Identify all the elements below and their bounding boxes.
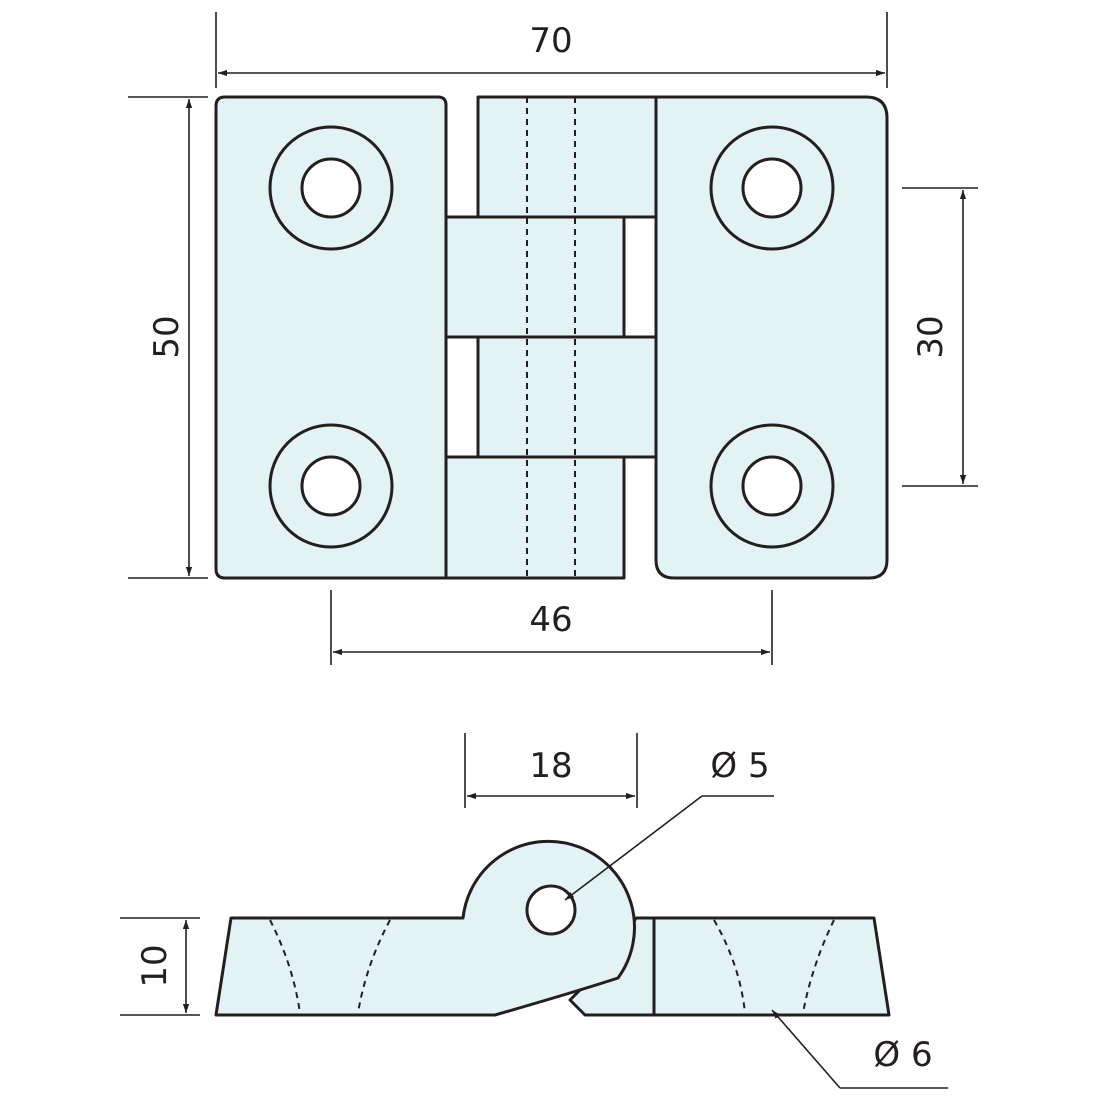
countersink-hidden-right-b	[802, 919, 835, 1014]
dimension-label-50: 50	[147, 315, 187, 358]
dimension-label-10: 10	[135, 944, 175, 987]
left-leaf-side	[214, 839, 636, 1017]
dimension-label-countersink-diameter: Ø 6	[873, 1035, 932, 1075]
dimension-label-70: 70	[529, 21, 572, 61]
right-leaf	[654, 95, 889, 580]
dimension-leaf-thickness: 10	[120, 917, 200, 1016]
knuckle-upper-left	[444, 215, 626, 339]
knuckle-lower-right	[476, 335, 658, 459]
top-view: 70 50 30 46	[128, 12, 978, 665]
countersink-hidden-right-a	[713, 919, 746, 1014]
mounting-hole-top-left	[268, 125, 394, 251]
mounting-hole-bottom-left	[268, 423, 394, 549]
side-view: 18 Ø 5 10 Ø 6	[120, 733, 948, 1089]
dimension-hole-spacing-horizontal: 46	[330, 590, 773, 665]
countersink-hidden-left-b	[357, 919, 391, 1014]
knuckle-bottom-left	[444, 455, 626, 580]
countersink-hidden-left-a	[269, 919, 301, 1014]
dimension-hole-spacing-vertical: 30	[902, 187, 978, 487]
dimension-knuckle-diameter: 18	[464, 733, 638, 808]
dimension-label-pin-diameter: Ø 5	[710, 746, 769, 786]
dimension-label-30: 30	[911, 315, 951, 358]
knuckle-top-right	[476, 95, 658, 219]
dimension-label-18: 18	[529, 746, 572, 786]
mounting-hole-bottom-right	[709, 423, 835, 549]
dimension-overall-height: 50	[128, 96, 208, 579]
leader-pin-diameter: Ø 5	[564, 746, 774, 901]
knuckle-segments	[444, 95, 658, 580]
pin-hole	[525, 884, 577, 936]
left-leaf	[214, 95, 448, 580]
dimension-overall-width: 70	[215, 12, 888, 88]
mounting-hole-top-right	[709, 125, 835, 251]
leader-countersink-diameter: Ø 6	[771, 1009, 948, 1089]
dimension-label-46: 46	[529, 600, 572, 640]
